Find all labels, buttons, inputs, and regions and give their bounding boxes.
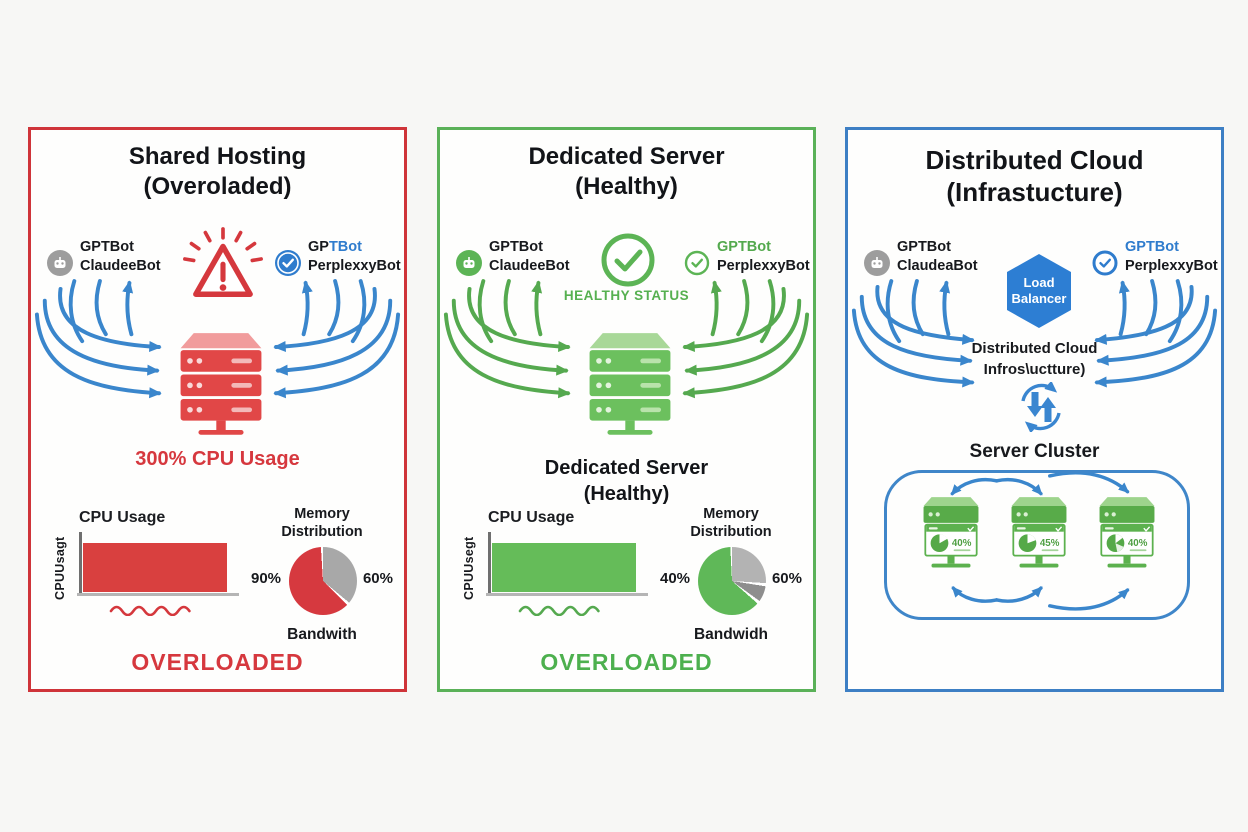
bot-labels: GPTBot ClaudeeBot: [489, 238, 570, 276]
bar-chart-plot: CPUUsagt: [51, 532, 239, 600]
status-badge: OVERLOADED: [540, 649, 713, 675]
bot-name: GPTBot: [308, 239, 362, 255]
bot-name: PerplexxyBot: [717, 258, 810, 274]
pie-graphic: [289, 547, 357, 615]
bot-group-left: GPTBot ClaudeaBot: [864, 238, 978, 276]
x-axis: [77, 592, 239, 596]
bot-name: PerplexxyBot: [1125, 258, 1218, 274]
bot-group-left: GPTBot ClaudeeBot: [456, 238, 570, 276]
server-load-value: 40%: [952, 538, 972, 549]
healthy-check-icon: [600, 232, 656, 288]
status-badge: OVERLOADED: [131, 649, 304, 675]
traffic-arrows-graphic: [34, 279, 401, 399]
traffic-arrows-graphic: [851, 279, 1218, 611]
panel-shared-hosting: Shared Hosting (Overoladed) GPTBot Claud…: [28, 127, 407, 692]
bot-name: GPTBot: [717, 239, 771, 255]
pie-caption: Bandwith: [287, 626, 357, 643]
bar-chart-ylabel: CPUUsegt: [462, 536, 476, 600]
bot-labels: GPTBot PerplexxyBot: [717, 238, 810, 276]
cluster-server-3: 40%: [1096, 496, 1158, 578]
y-axis: [79, 532, 82, 594]
bot-name: GPTBot: [80, 239, 134, 255]
bar-chart-ylabel: CPUUsagt: [53, 536, 67, 600]
robot-badge-icon: [456, 250, 482, 276]
healthy-status-label: HEALTHY STATUS: [563, 288, 690, 303]
server-stack-icon: [583, 330, 677, 436]
panel-title-line2: (Healthy): [575, 173, 678, 200]
bot-name: ClaudeeBot: [489, 258, 570, 274]
bot-name: GPTBot: [1125, 239, 1179, 255]
panel-title-line1: Shared Hosting: [128, 143, 307, 170]
pie-label-left: 90%: [251, 570, 282, 587]
bot-labels: GPTBot ClaudeeBot: [80, 238, 161, 276]
bar-chart-title: CPU Usage: [79, 509, 166, 526]
panel-title: Distributed Cloud (Infrastucture): [848, 144, 1221, 208]
panel-title-line2: (Infrastucture): [946, 177, 1123, 207]
server-caption: Dedicated Server(Healthy): [544, 457, 709, 505]
server-cluster-label: Server Cluster: [969, 441, 1100, 462]
check-badge-icon: [1092, 250, 1118, 276]
squiggle-underline: [109, 605, 191, 616]
bot-labels: GPTBot PerplexxyBot: [308, 238, 401, 276]
server-cluster-box: [884, 470, 1190, 620]
bot-name: PerplexxyBot: [308, 258, 401, 274]
panel-title: Shared Hosting (Overoladed): [31, 142, 404, 202]
cpu-usage-value: 300% CPU Usage: [135, 448, 300, 470]
pie-label-right: 60%: [771, 570, 802, 587]
panel-dedicated-server: Dedicated Server (Healthy) GPTBot Claude…: [437, 127, 816, 692]
panel-title-line2: (Overoladed): [143, 173, 292, 200]
bot-name: GPTBot: [897, 239, 951, 255]
check-badge-icon: [684, 250, 710, 276]
bot-name: ClaudeaBot: [897, 258, 978, 274]
panel-title-line1: Dedicated Server: [528, 143, 725, 170]
pie-graphic: [698, 547, 766, 615]
bot-labels: GPTBot ClaudeaBot: [897, 238, 978, 276]
robot-badge-icon: [47, 250, 73, 276]
sync-arrows-icon: [1016, 380, 1066, 434]
traffic-arrows-graphic: [443, 279, 810, 399]
bot-name: ClaudeeBot: [80, 258, 161, 274]
bot-group-right: GPTBot PerplexxyBot: [684, 238, 810, 276]
bar-chart-title: CPU Usage: [488, 509, 575, 526]
server-load-value: 40%: [1128, 538, 1148, 549]
cpu-usage-bar-chart: CPU Usage CPUUsegt: [460, 509, 648, 616]
cpu-usage-bar-chart: CPU Usage CPUUsagt: [51, 509, 239, 616]
pie-caption: Bandwidh: [693, 626, 769, 643]
panel-title-line1: Distributed Cloud: [925, 145, 1144, 175]
cluster-server-1: 40%: [920, 496, 982, 578]
warning-triangle-icon: [179, 226, 267, 306]
bot-name: GPTBot: [489, 239, 543, 255]
panel-title: Dedicated Server (Healthy): [440, 142, 813, 202]
x-axis: [486, 592, 648, 596]
squiggle-underline: [518, 605, 600, 616]
server-stack-icon: [174, 330, 268, 436]
bar-chart-plot: CPUUsegt: [460, 532, 648, 600]
bar-value: [83, 543, 227, 592]
y-axis: [488, 532, 491, 594]
pie-label-right: 60%: [362, 570, 393, 587]
bot-group-left: GPTBot ClaudeeBot: [47, 238, 161, 276]
panel-distributed-cloud: Distributed Cloud (Infrastucture) GPTBot…: [845, 127, 1224, 692]
robot-badge-icon: [864, 250, 890, 276]
check-badge-icon: [275, 250, 301, 276]
server-load-value: 45%: [1040, 538, 1060, 549]
bar-value: [492, 543, 636, 592]
cluster-server-2: 45%: [1008, 496, 1070, 578]
bot-group-right: GPTBot PerplexxyBot: [275, 238, 401, 276]
bot-labels: GPTBot PerplexxyBot: [1125, 238, 1218, 276]
pie-label-left: 40%: [660, 570, 691, 587]
bot-group-right: GPTBot PerplexxyBot: [1092, 238, 1218, 276]
